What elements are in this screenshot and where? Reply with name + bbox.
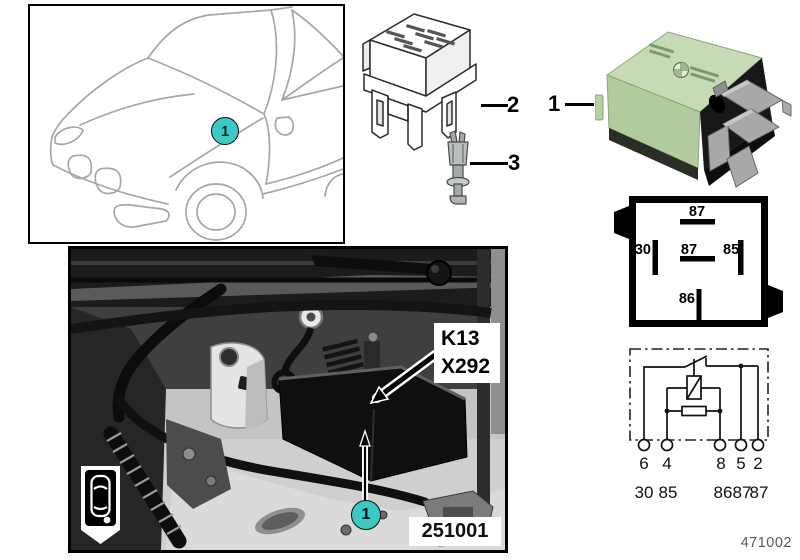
k13-arrow	[369, 350, 440, 405]
leader-line-socket	[481, 104, 508, 107]
callout-hotspot-car[interactable]: 1	[211, 117, 239, 145]
pin-label-30: 30	[635, 242, 651, 258]
engine-bay-photo: K13 X292 251001 1	[68, 246, 508, 553]
schematic-contact-30: 30	[635, 483, 654, 502]
callout-relay[interactable]: 1	[548, 93, 560, 115]
callout-hotspot-photo[interactable]: 1	[351, 500, 381, 530]
relay-circuit-schematic: 6 4 8 5 2 30 85 86 87 87	[629, 348, 769, 502]
schematic-terminal-4: 4	[662, 454, 671, 473]
connector-id: X292	[441, 355, 491, 378]
terminal-pin-drawing	[446, 130, 470, 205]
pin-label-85: 85	[723, 242, 739, 258]
schematic-terminal-6: 6	[639, 454, 648, 473]
schematic-terminal-8: 8	[716, 454, 725, 473]
diagram-tab-left	[614, 206, 629, 239]
photo-reference-label: 251001	[409, 517, 501, 546]
relay-socket-drawing	[362, 13, 477, 151]
relay-photo	[595, 31, 792, 188]
relay-tab	[595, 94, 604, 121]
pin-label-86: 86	[679, 291, 695, 307]
callout-socket[interactable]: 2	[507, 94, 519, 116]
pin-position-diagram: 87 30 87 85 86	[614, 196, 783, 327]
callout-terminal[interactable]: 3	[508, 152, 520, 174]
schematic-contact-87b: 87	[750, 483, 769, 502]
photo-reference-number: 251001	[421, 520, 489, 542]
component-id-label: K13 X292	[434, 323, 500, 383]
schematic-terminal-5: 5	[736, 454, 745, 473]
schematic-contact-85: 85	[659, 483, 678, 502]
car-line-drawing	[49, 6, 343, 241]
leader-line-relay	[565, 103, 594, 106]
schematic-terminal-2: 2	[753, 454, 762, 473]
relay-id: K13	[441, 327, 480, 350]
schematic-contact-87a: 87	[733, 483, 752, 502]
bmw-roundel-icon	[672, 61, 690, 79]
engine-bay-photo-art	[71, 249, 505, 550]
callout-number: 2	[507, 92, 520, 117]
leader-line-terminal	[470, 162, 508, 165]
callout-1-arrow	[359, 428, 371, 501]
diagram-number: 471002	[740, 535, 792, 551]
callout-number: 1	[548, 91, 561, 116]
pin-label-87-center: 87	[681, 242, 697, 258]
schematic-contact-86: 86	[714, 483, 733, 502]
relay-print-marks	[649, 43, 719, 83]
car-location-box	[28, 4, 345, 244]
callout-number: 3	[508, 150, 521, 175]
callout-number: 1	[361, 506, 371, 523]
callout-number: 1	[220, 122, 230, 140]
pin-label-87-top: 87	[689, 204, 705, 220]
diagram-tab-right	[768, 285, 783, 318]
car-position-icon	[81, 466, 120, 544]
